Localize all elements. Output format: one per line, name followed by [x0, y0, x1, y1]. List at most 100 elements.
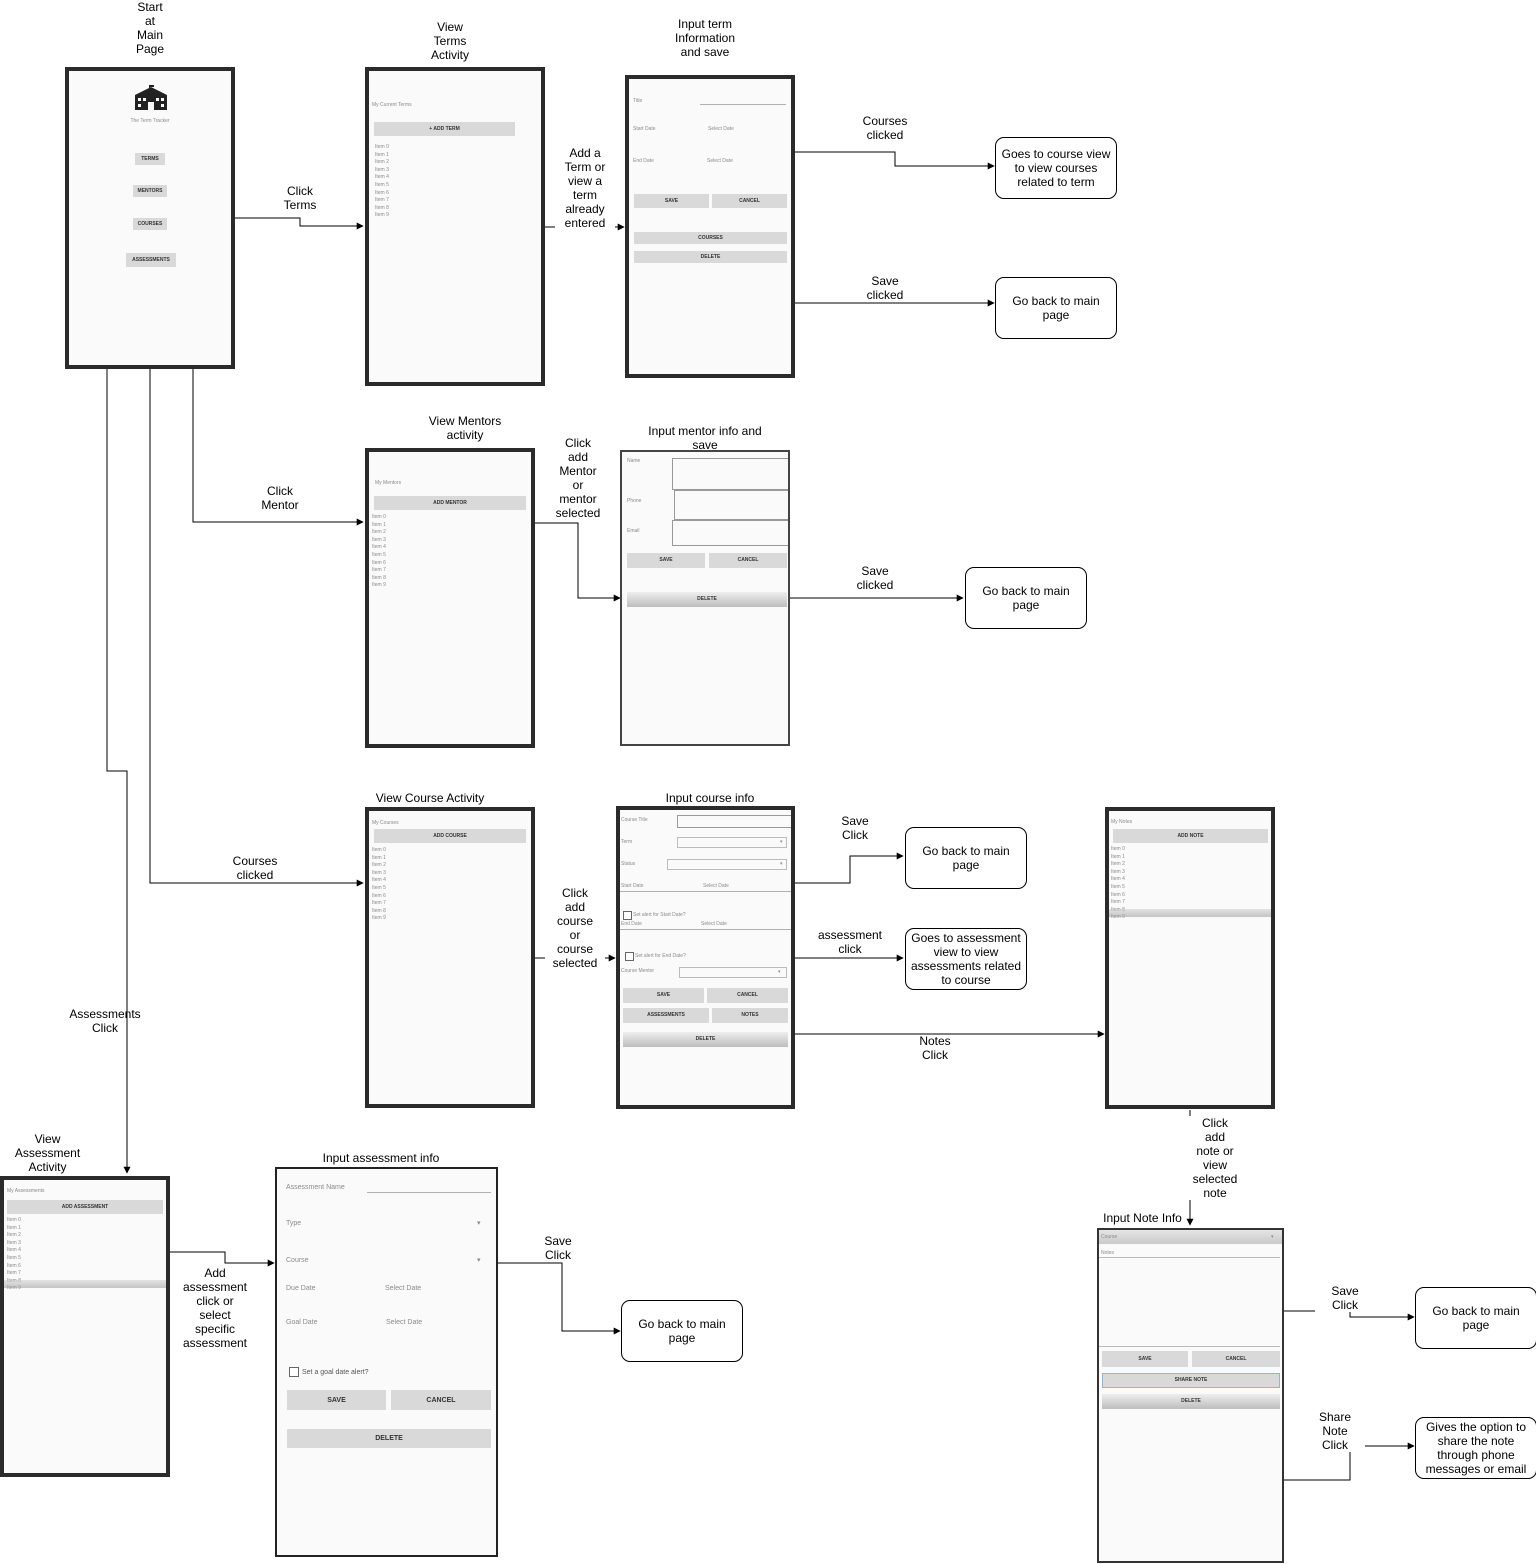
cancel-button[interactable]: CANCEL	[1192, 1351, 1280, 1367]
list-item[interactable]: Item 1	[372, 854, 386, 861]
list-item[interactable]: Item 6	[7, 1262, 21, 1269]
start-date-picker[interactable]: Select Date	[708, 126, 734, 132]
alert-end-checkbox[interactable]	[625, 952, 634, 961]
save-button[interactable]: SAVE	[634, 194, 709, 208]
list-item[interactable]: Item 5	[375, 181, 389, 188]
list-item[interactable]: Item 5	[372, 884, 386, 891]
list-item[interactable]: Item 7	[372, 900, 386, 907]
list-item[interactable]: Item 2	[375, 159, 389, 166]
list-item[interactable]: Item 3	[1111, 868, 1125, 875]
list-item[interactable]: Item 3	[375, 166, 389, 173]
list-item[interactable]: Item 4	[7, 1247, 21, 1254]
delete-button[interactable]: DELETE	[287, 1429, 491, 1448]
list-item[interactable]: Item 3	[372, 536, 386, 543]
chevron-down-icon: ▾	[1271, 1234, 1274, 1240]
list-item[interactable]: Item 0	[375, 144, 389, 150]
list-item[interactable]: Item 6	[372, 892, 386, 899]
list-item[interactable]: Item 9	[375, 212, 389, 219]
list-item[interactable]: Item 4	[372, 544, 386, 551]
status-select[interactable]	[667, 859, 787, 870]
list-item[interactable]: Item 1	[372, 521, 386, 528]
list-item[interactable]: Item 4	[375, 174, 389, 181]
notes-textarea[interactable]	[1099, 1257, 1280, 1347]
list-item[interactable]: Item 8	[375, 204, 389, 211]
goal-alert-checkbox[interactable]	[289, 1367, 299, 1377]
list-item[interactable]: Item 4	[1111, 876, 1125, 883]
list-item[interactable]: Item 0	[1111, 846, 1125, 852]
cancel-button[interactable]: CANCEL	[709, 553, 787, 568]
list-item[interactable]: Item 2	[372, 862, 386, 869]
list-item[interactable]: Item 5	[1111, 883, 1125, 890]
start-date-picker[interactable]: Select Date	[703, 883, 729, 889]
chevron-down-icon[interactable]: ▾	[477, 1257, 481, 1264]
end-date-picker[interactable]: Select Date	[701, 921, 727, 927]
due-date-picker[interactable]: Select Date	[385, 1285, 422, 1292]
add-course-button[interactable]: ADD COURSE	[374, 829, 526, 843]
term-select[interactable]	[677, 837, 787, 848]
save-button[interactable]: SAVE	[287, 1390, 386, 1410]
name-input[interactable]	[672, 458, 788, 490]
list-item[interactable]: Item 1	[7, 1224, 21, 1231]
list-item[interactable]: Item 1	[375, 151, 389, 158]
list-item[interactable]: Item 6	[1111, 891, 1125, 898]
list-item[interactable]: Item 7	[375, 197, 389, 204]
cancel-button[interactable]: CANCEL	[707, 988, 788, 1003]
phone-input[interactable]	[674, 490, 788, 520]
courses-button[interactable]: COURSES	[133, 218, 167, 230]
list-item[interactable]: Item 3	[372, 869, 386, 876]
list-item[interactable]: Item 4	[372, 877, 386, 884]
list-item[interactable]: Item 1	[1111, 853, 1125, 860]
list-item[interactable]: Item 0	[7, 1217, 21, 1223]
terms-button[interactable]: TERMS	[135, 153, 165, 165]
list-item[interactable]: Item 2	[7, 1232, 21, 1239]
list-item[interactable]: Item 0	[372, 847, 386, 853]
add-term-button[interactable]: + ADD TERM	[374, 122, 515, 136]
save-button[interactable]: SAVE	[1102, 1351, 1188, 1367]
list-item[interactable]: Item 9	[7, 1285, 21, 1292]
assessments-button[interactable]: ASSESSMENTS	[623, 1008, 709, 1023]
list-item[interactable]: Item 5	[7, 1254, 21, 1261]
list-item[interactable]: Item 8	[372, 907, 386, 914]
list-item[interactable]: Item 5	[372, 551, 386, 558]
assessment-name-input[interactable]	[367, 1192, 491, 1193]
add-mentor-button[interactable]: ADD MENTOR	[374, 496, 526, 510]
assessments-button[interactable]: ASSESSMENTS	[126, 253, 176, 267]
alert-start-checkbox[interactable]	[623, 911, 632, 920]
list-item[interactable]: Item 9	[1111, 914, 1125, 921]
goal-date-picker[interactable]: Select Date	[386, 1319, 423, 1326]
add-assessment-button[interactable]: ADD ASSESSMENT	[7, 1200, 163, 1214]
course-select[interactable]	[1099, 1230, 1282, 1244]
courses-button[interactable]: COURSES	[634, 232, 787, 244]
chevron-down-icon[interactable]: ▾	[477, 1220, 481, 1227]
list-item[interactable]: Item 9	[372, 915, 386, 922]
share-note-button[interactable]: SHARE NOTE	[1102, 1373, 1280, 1388]
email-input[interactable]	[672, 520, 788, 546]
list-item[interactable]: Item 2	[372, 529, 386, 536]
save-button[interactable]: SAVE	[627, 553, 705, 568]
delete-button[interactable]: DELETE	[634, 251, 787, 263]
course-mentor-select[interactable]	[679, 967, 787, 978]
end-date-picker[interactable]: Select Date	[707, 158, 733, 164]
delete-button[interactable]: DELETE	[623, 1032, 788, 1047]
list-item[interactable]: Item 9	[372, 582, 386, 589]
delete-button[interactable]: DELETE	[1102, 1394, 1280, 1409]
list-item[interactable]: Item 6	[375, 189, 389, 196]
list-item[interactable]: Item 3	[7, 1239, 21, 1246]
list-item[interactable]: Item 7	[1111, 899, 1125, 906]
list-item[interactable]: Item 8	[372, 574, 386, 581]
assessment-name-label: Assessment Name	[286, 1184, 345, 1191]
course-title-input[interactable]	[677, 815, 791, 828]
list-item[interactable]: Item 7	[372, 567, 386, 574]
list-item[interactable]: Item 2	[1111, 861, 1125, 868]
list-item[interactable]: Item 6	[372, 559, 386, 566]
delete-button[interactable]: DELETE	[627, 592, 787, 607]
list-item[interactable]: Item 7	[7, 1270, 21, 1277]
add-note-button[interactable]: ADD NOTE	[1113, 829, 1268, 843]
cancel-button[interactable]: CANCEL	[391, 1390, 491, 1410]
mentors-button[interactable]: MENTORS	[133, 185, 167, 197]
title-input[interactable]	[700, 104, 786, 105]
list-item[interactable]: Item 0	[372, 514, 386, 520]
save-button[interactable]: SAVE	[623, 988, 704, 1003]
cancel-button[interactable]: CANCEL	[712, 194, 787, 208]
notes-button[interactable]: NOTES	[712, 1008, 788, 1023]
